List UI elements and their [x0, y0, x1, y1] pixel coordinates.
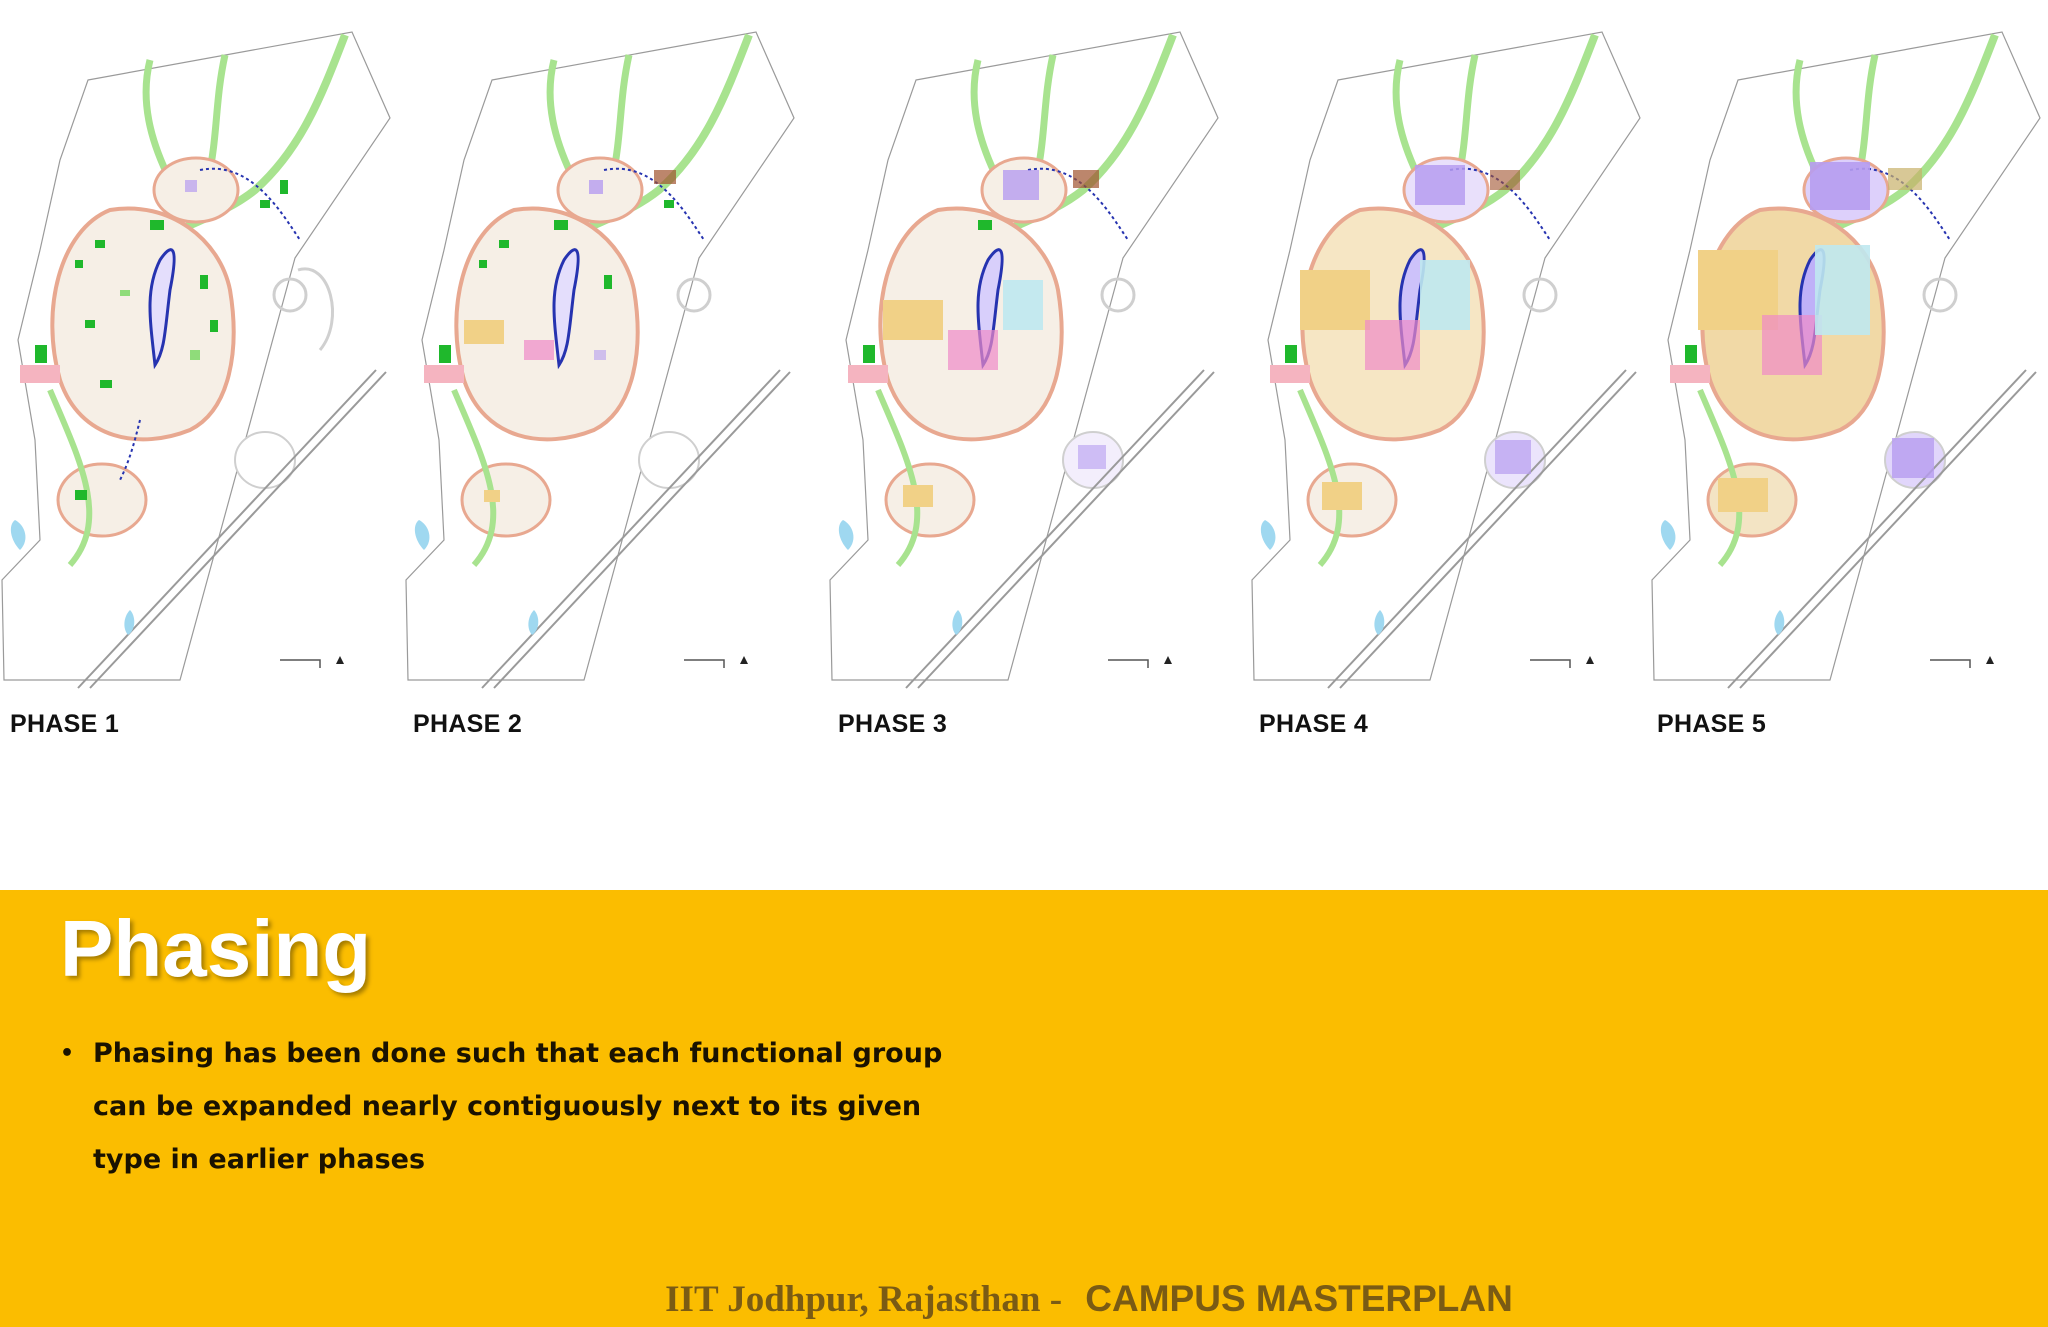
masterplan-drawing — [1651, 31, 2041, 689]
phase-3-label: PHASE 3 — [838, 710, 948, 738]
masterplan-drawing — [405, 31, 795, 689]
bullet-line: can be expanded nearly contiguously next… — [93, 1091, 922, 1122]
phase-3-plan-image — [828, 20, 1228, 700]
bullet-line: type in earlier phases — [93, 1144, 426, 1175]
phase-5-plan-image — [1650, 20, 2048, 700]
phase-plans-panel: PHASE 1 PHASE 2 PHASE 3 PHASE 4 PHASE 5 — [0, 20, 2048, 738]
phase-2-plan-image — [404, 20, 804, 700]
bullet-line: Phasing has been done such that each fun… — [93, 1038, 943, 1069]
masterplan-drawing — [1251, 31, 1641, 689]
slide-title: Phasing — [60, 904, 372, 993]
footer-project: CAMPUS MASTERPLAN — [1085, 1278, 1513, 1319]
phase-1-plan-image — [0, 20, 400, 700]
slide-footer: IIT Jodhpur, Rajasthan - CAMPUS MASTERPL… — [0, 1278, 2048, 1321]
text-band — [0, 890, 2048, 1327]
phase-1-label: PHASE 1 — [10, 710, 120, 738]
phase-2-label: PHASE 2 — [413, 710, 523, 738]
bullet-item: • Phasing has been done such that each f… — [60, 1027, 960, 1186]
bullet-list: • Phasing has been done such that each f… — [60, 1027, 960, 1186]
footer-location: IIT Jodhpur, Rajasthan - — [665, 1279, 1063, 1320]
bullet-dot-icon: • — [60, 1041, 75, 1066]
phase-4-plan-image — [1250, 20, 1650, 700]
masterplan-drawing — [829, 31, 1219, 689]
phase-4-label: PHASE 4 — [1259, 710, 1369, 738]
phase-5-label: PHASE 5 — [1657, 710, 1767, 738]
masterplan-drawing — [1, 31, 391, 689]
